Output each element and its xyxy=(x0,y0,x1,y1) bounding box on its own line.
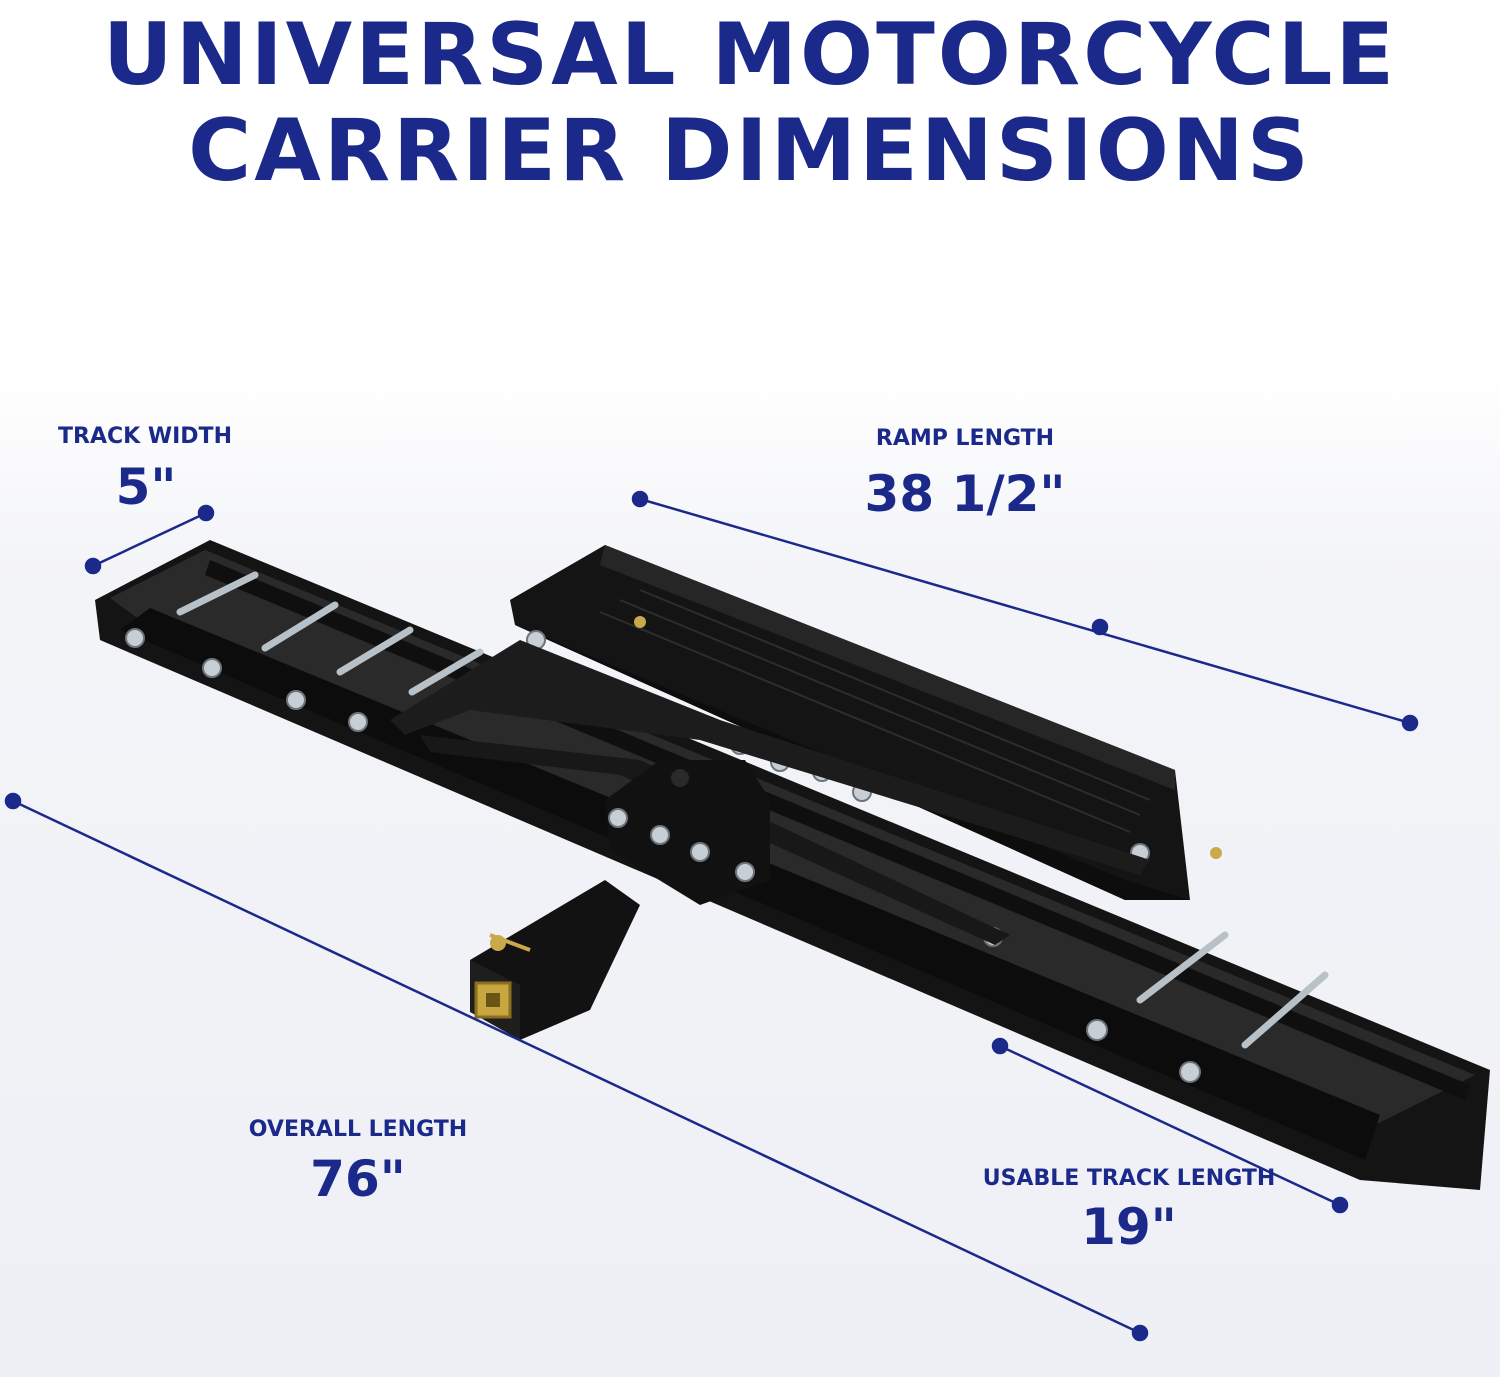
ramp-length-value: 38 1/2" xyxy=(864,465,1066,523)
usable-track-length-line xyxy=(999,1044,1341,1207)
support-arm xyxy=(390,640,1150,945)
usable-track-length-endpoint xyxy=(991,1037,1009,1055)
track-width-line xyxy=(92,511,207,568)
ramp-length-endpoint xyxy=(1401,714,1419,732)
overall-length-endpoint xyxy=(1131,1324,1149,1342)
usable-track-length-endpoint xyxy=(1331,1196,1349,1214)
ramp-plate xyxy=(510,545,1222,900)
overall-length-line xyxy=(12,799,1141,1335)
dimension-lines xyxy=(4,490,1419,1342)
ramp-length-label: RAMP LENGTH xyxy=(875,426,1055,451)
page-title-line-1: UNIVERSAL MOTORCYCLE xyxy=(102,5,1398,105)
track-width-value: 5" xyxy=(115,458,177,516)
overall-length-label: OVERALL LENGTH xyxy=(248,1117,468,1142)
usable-track-length-value: 19" xyxy=(1081,1198,1177,1256)
track-width-endpoint xyxy=(197,504,215,522)
ramp-length-line xyxy=(639,497,1411,725)
page-title-line-2: CARRIER DIMENSIONS xyxy=(188,101,1312,201)
overall-length-value: 76" xyxy=(310,1150,406,1208)
usable-track-length-label: USABLE TRACK LENGTH xyxy=(982,1166,1276,1191)
ramp-length-endpoint xyxy=(631,490,649,508)
overall-length-endpoint xyxy=(4,792,22,810)
hitch-assembly xyxy=(470,760,770,1040)
ramp-length-marker xyxy=(1091,618,1109,636)
track-width-label: TRACK WIDTH xyxy=(58,424,232,449)
track-width-endpoint xyxy=(84,557,102,575)
